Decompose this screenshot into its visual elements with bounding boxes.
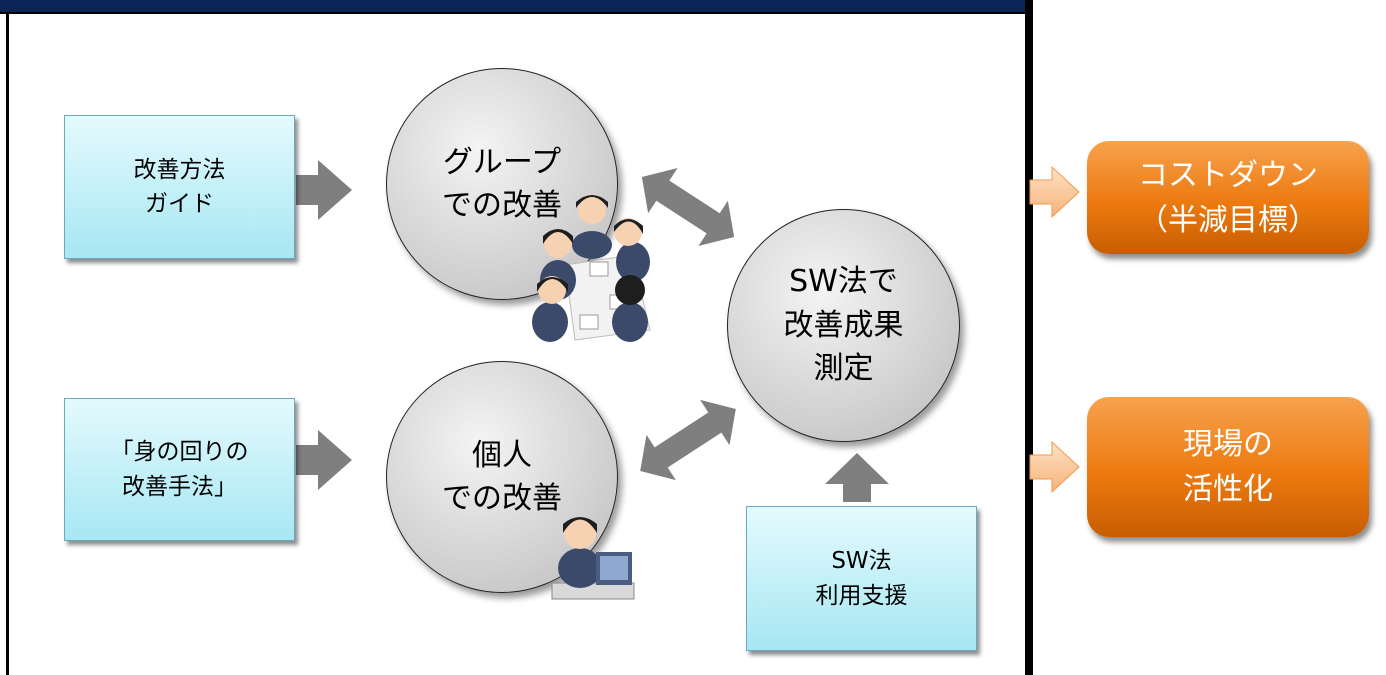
sw-support-box: SW法 利用支援 [746,506,977,651]
frame-right-border [1025,0,1033,675]
double-arrow-individual-measure [640,399,736,481]
double-arrow-group-measure [641,168,735,246]
laptop-worker-illustration [551,517,635,600]
arrow-to-cost-down [1029,165,1080,219]
frame-top-bar [0,0,1033,14]
group-meeting-illustration [532,195,651,342]
activation-box: 現場の 活性化 [1087,397,1369,537]
arrow-guide-to-group [296,160,352,220]
personal-method-box: 「身の回りの 改善手法」 [64,398,295,541]
guide-box: 改善方法 ガイド [64,115,295,259]
cost-down-box: コストダウン （半減目標） [1087,141,1369,254]
arrow-to-activation [1029,440,1080,494]
group-improvement-circle: グループ での改善 [386,68,618,300]
arrow-support-to-measure [825,453,889,502]
sw-measure-circle: SW法で 改善成果 測定 [727,209,960,442]
arrow-method-to-individual [296,430,352,490]
frame-left-border [6,12,9,675]
